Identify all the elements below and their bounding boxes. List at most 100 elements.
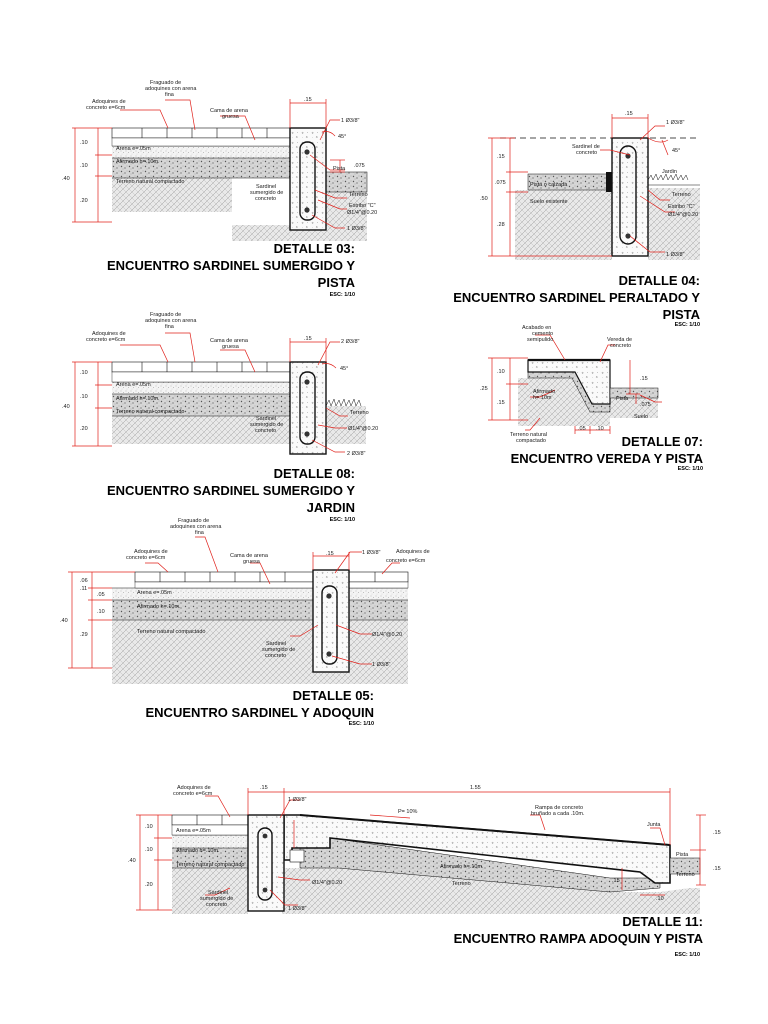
label-sardinel-1: Sardinel de bbox=[572, 144, 600, 150]
dim-075: .075 bbox=[354, 163, 365, 169]
label-cama-2: gruesa bbox=[222, 114, 240, 120]
dim-25: .25 bbox=[480, 386, 488, 392]
label-sardinel-2: concreto bbox=[576, 150, 597, 156]
label-pista: Pista bbox=[333, 166, 346, 172]
natural-soil-right bbox=[232, 225, 367, 241]
label-jardin: Jardin bbox=[662, 169, 677, 175]
label-adoquines-2: concreto e=6cm bbox=[86, 105, 126, 111]
dim-15-left: .15 bbox=[497, 400, 505, 406]
label-adoquines-right-1: Adoquines de bbox=[396, 549, 430, 555]
label-rampa-2: bruñado a cada .10m. bbox=[531, 811, 585, 817]
label-sardinel-3: concreto bbox=[255, 428, 276, 434]
dim-15-top: .15 bbox=[625, 111, 633, 117]
label-angle: 45° bbox=[672, 148, 680, 154]
label-fraguado-3: fina bbox=[165, 92, 175, 98]
label-adoquines-right-2: concreto e=6cm bbox=[386, 558, 426, 564]
label-afirmado-2: h=.10m bbox=[533, 395, 552, 401]
dim-50: .50 bbox=[480, 196, 488, 202]
dim-40: .40 bbox=[62, 176, 70, 182]
label-bar-bottom: 1 Ø3/8" bbox=[666, 252, 685, 258]
label-bar-bottom: 1 Ø3/8" bbox=[288, 906, 307, 912]
title-d05-1: DETALLE 05: bbox=[293, 688, 374, 703]
label-afirmado: Afirmado h=.10m. bbox=[116, 396, 160, 402]
detail-04: Sardinel de concreto Pista o calzada Sue… bbox=[453, 111, 700, 328]
esc-d08: ESC: 1/10 bbox=[330, 517, 355, 523]
title-d04-2: ENCUENTRO SARDINEL PERALTADO Y bbox=[453, 290, 700, 305]
label-acabado-3: semipulido bbox=[527, 337, 553, 343]
label-sardinel-2: sumergido de bbox=[200, 896, 233, 902]
afirmado-layer bbox=[112, 158, 290, 178]
label-pendiente: P= 10% bbox=[398, 809, 418, 815]
label-sardinel-1: Sardinel bbox=[208, 890, 228, 896]
dim-15: .15 bbox=[497, 154, 505, 160]
label-terreno-natural-1: Terreno natural bbox=[510, 432, 547, 438]
label-bar-top: 2 Ø3/8" bbox=[341, 339, 360, 345]
title-d04-1: DETALLE 04: bbox=[619, 273, 700, 288]
label-adoquines-left-1: Adoquines de bbox=[134, 549, 168, 555]
title-d08-3: JARDIN bbox=[307, 500, 355, 515]
label-terreno: Terreno bbox=[350, 410, 369, 416]
label-suelo: Suelo bbox=[634, 414, 648, 420]
title-d03-3: PISTA bbox=[318, 275, 356, 290]
dim-10b: .10 bbox=[145, 847, 153, 853]
dim-10-bottom: .10 bbox=[656, 896, 664, 902]
label-angle: 45° bbox=[340, 366, 348, 372]
label-junta: Junta bbox=[647, 822, 661, 828]
label-sardinel-2: sumergido de bbox=[262, 647, 295, 653]
label-pista: Pista bbox=[676, 852, 689, 858]
dim-11: .11 bbox=[80, 586, 87, 592]
label-fraguado-2: adoquines con arena bbox=[145, 86, 197, 92]
dim-10a: .10 bbox=[80, 370, 88, 376]
label-cama-2: gruesa bbox=[222, 344, 240, 350]
label-terreno-right: Terreno bbox=[676, 872, 695, 878]
title-d03-2: ENCUENTRO SARDINEL SUMERGIDO Y bbox=[107, 258, 355, 273]
title-d07-2: ENCUENTRO VEREDA Y PISTA bbox=[511, 451, 704, 466]
label-cama-1: Cama de arena bbox=[210, 338, 249, 344]
label-afirmado-1: Afirmado bbox=[533, 389, 555, 395]
label-arena: Arena e=.05m bbox=[116, 146, 151, 152]
label-cama-2: gruesa bbox=[243, 559, 261, 565]
detail-05: Fraguado de adoquines con arena fina Ado… bbox=[60, 518, 430, 727]
sardinel-block bbox=[247, 814, 285, 912]
label-acabado-1: Acabado en bbox=[522, 325, 551, 331]
label-acabado-2: cemento bbox=[532, 331, 553, 337]
dim-10b: .10 bbox=[80, 163, 88, 169]
label-sardinel-3: concreto bbox=[265, 653, 286, 659]
dim-15: .15 bbox=[326, 551, 334, 557]
title-d08-1: DETALLE 08: bbox=[274, 466, 355, 481]
label-terreno-natural: Terreno natural compactado bbox=[137, 629, 205, 635]
dim-15-right: .15 bbox=[640, 376, 648, 382]
leader-fraguado bbox=[165, 99, 196, 131]
label-sardinel-2: sumergido de bbox=[250, 190, 283, 196]
label-afirmado: Afirmado h=.10m. bbox=[137, 604, 181, 610]
label-arena: Arena e=.05m bbox=[176, 828, 211, 834]
dim-15: .15 bbox=[260, 785, 268, 791]
title-d07-1: DETALLE 07: bbox=[622, 434, 703, 449]
esc-d07: ESC: 1/10 bbox=[678, 466, 703, 472]
label-estribo: Ø1/4"@0.20 bbox=[312, 880, 342, 886]
label-adoquines-2: concreto e=6cm bbox=[173, 791, 213, 797]
esc-d04: ESC: 1/10 bbox=[675, 322, 700, 328]
label-bar-top: 1 Ø3/8" bbox=[666, 120, 685, 126]
esc-d11: ESC: 1/10 bbox=[675, 952, 700, 958]
label-fraguado-1: Fraguado de bbox=[150, 312, 181, 318]
label-sardinel-2: sumergido de bbox=[250, 422, 283, 428]
label-arena: Arena e=.05m bbox=[116, 382, 151, 388]
label-bar-bottom: 1 Ø3/8" bbox=[372, 662, 391, 668]
sand-layer bbox=[112, 146, 290, 158]
dim-10: .10 bbox=[97, 609, 105, 615]
title-d05-2: ENCUENTRO SARDINEL Y ADOQUIN bbox=[146, 705, 375, 720]
natural-soil bbox=[112, 178, 232, 212]
label-adoquines-1: Adoquines de bbox=[177, 785, 211, 791]
dim-20: .20 bbox=[80, 198, 88, 204]
label-bar-bottom: 2 Ø3/8" bbox=[347, 451, 366, 457]
dim-20: .20 bbox=[80, 426, 88, 432]
label-bar-top: 1 Ø3/8" bbox=[341, 118, 360, 124]
dim-28: .28 bbox=[497, 222, 505, 228]
label-cama-1: Cama de arena bbox=[210, 108, 249, 114]
detail-03: Fraguado de adoquines con arena fina Ado… bbox=[62, 80, 377, 298]
stirrup bbox=[299, 141, 316, 221]
label-bar-top: 1 Ø3/8" bbox=[362, 550, 381, 556]
dim-20: .20 bbox=[145, 882, 153, 888]
label-afirmado: Afirmado h=.10m. bbox=[176, 848, 220, 854]
